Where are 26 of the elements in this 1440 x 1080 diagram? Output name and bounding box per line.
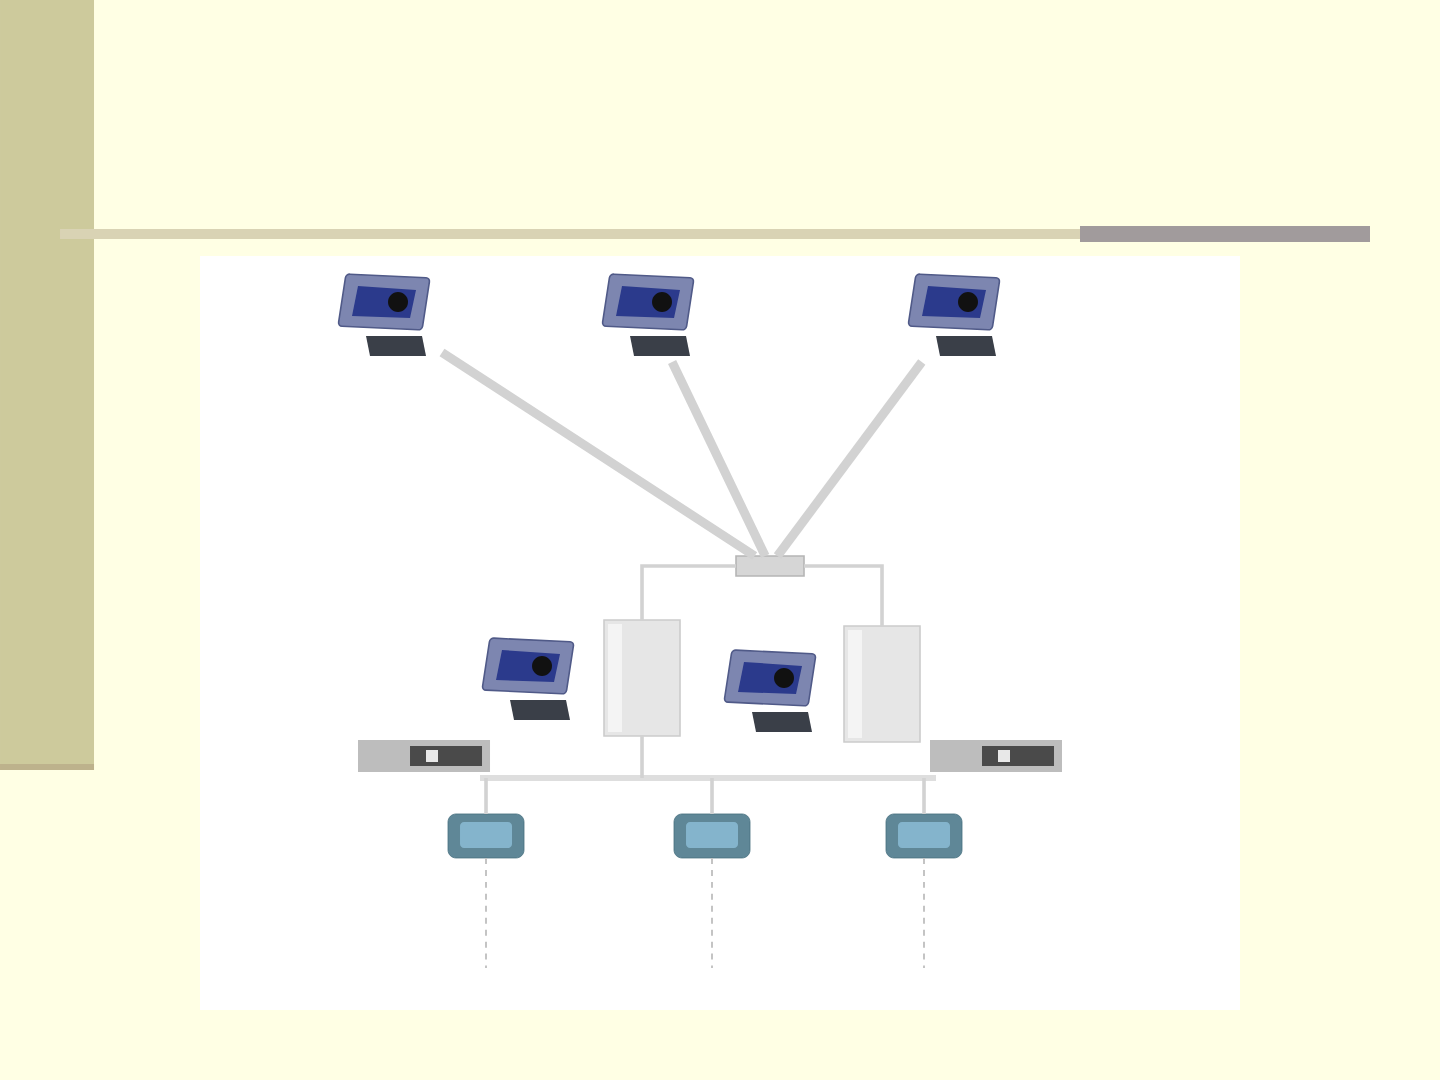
computer-icon — [907, 273, 1001, 356]
dashed-line — [923, 857, 925, 969]
connector-line — [922, 778, 926, 814]
connector-line — [668, 360, 770, 558]
bus-line — [480, 775, 936, 781]
connector-line — [484, 778, 488, 814]
server-tower — [843, 625, 921, 743]
rack-device — [358, 740, 490, 772]
network-switch — [735, 555, 805, 577]
computer-icon — [601, 273, 695, 356]
server-tower — [603, 619, 681, 737]
computer-icon — [481, 637, 575, 720]
connector-line — [804, 564, 884, 626]
controller-device — [885, 813, 963, 859]
rack-device — [930, 740, 1062, 772]
connector-line — [439, 348, 758, 560]
computer-icon — [337, 273, 431, 356]
controller-device — [673, 813, 751, 859]
computer-icon — [723, 649, 817, 732]
connector-line — [640, 564, 736, 620]
dashed-line — [485, 857, 487, 969]
connector-line — [710, 778, 714, 814]
connector-line — [773, 359, 926, 559]
connector-line — [640, 736, 644, 778]
dashed-line — [711, 857, 713, 969]
controller-device — [447, 813, 525, 859]
